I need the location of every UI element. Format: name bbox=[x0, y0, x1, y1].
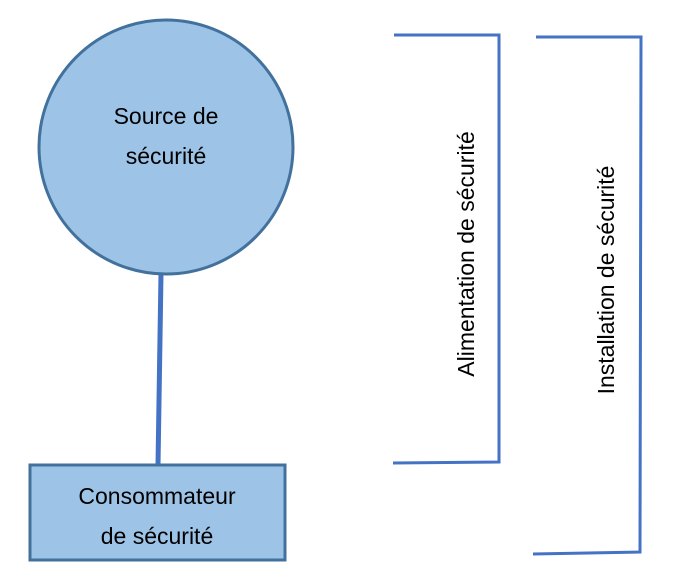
consumer-label-1: Consommateur bbox=[78, 483, 236, 509]
consumer-node: Consommateur de sécurité bbox=[28, 463, 287, 562]
supply-bracket: Alimentation de sécurité bbox=[392, 33, 501, 465]
connector-line bbox=[155, 273, 164, 466]
supply-label: Alimentation de sécurité bbox=[453, 131, 479, 376]
installation-bracket: Installation de sécurité bbox=[532, 35, 643, 556]
installation-label: Installation de sécurité bbox=[593, 166, 619, 395]
source-node: Source de sécurité bbox=[37, 18, 295, 276]
source-label-1: Source de bbox=[114, 103, 219, 129]
source-label-2: sécurité bbox=[126, 143, 207, 169]
consumer-label-2: de sécurité bbox=[101, 523, 214, 549]
